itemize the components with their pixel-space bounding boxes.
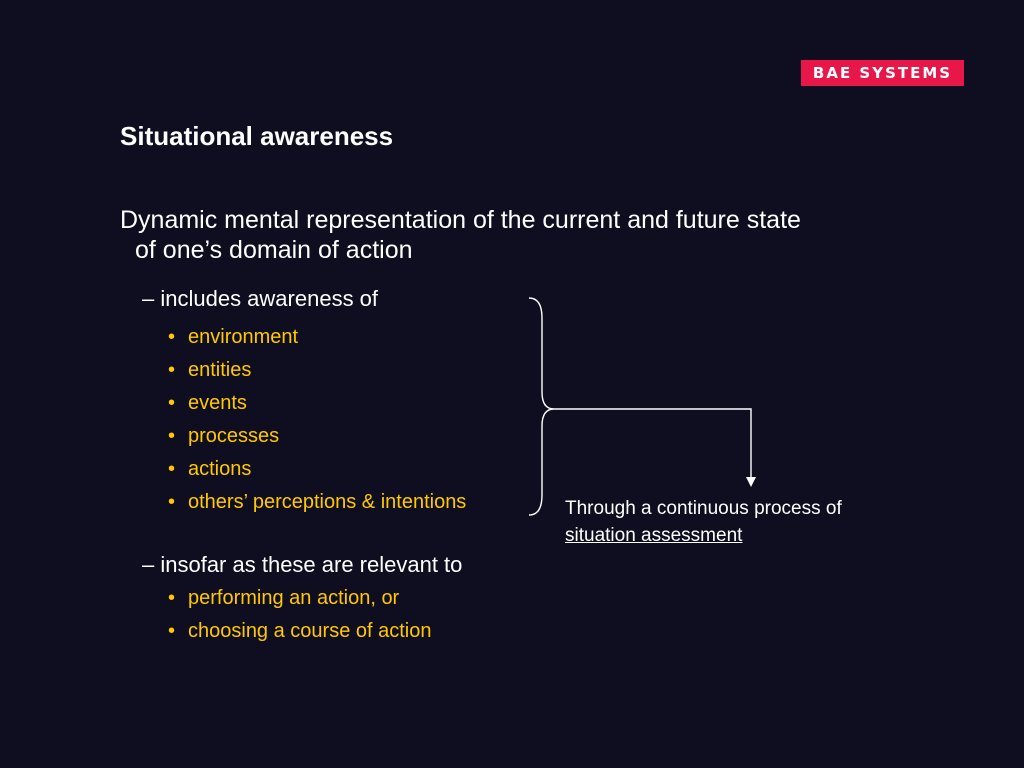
curly-brace <box>528 297 555 516</box>
list-item: • events <box>168 391 466 424</box>
list-item: • performing an action, or <box>168 586 432 619</box>
bae-systems-logo: BAE SYSTEMS <box>801 60 964 86</box>
bullet-dot: • <box>168 359 176 381</box>
list-item: • entities <box>168 358 466 391</box>
brace-arrow-connector <box>528 297 756 516</box>
list-item: • processes <box>168 424 466 457</box>
relevance-list: • performing an action, or • choosing a co… <box>168 586 432 652</box>
list-item: • others’ perceptions & intentions <box>168 490 466 523</box>
bullet-dot: • <box>168 587 176 609</box>
definition-line-1: Dynamic mental representation of the cur… <box>120 206 801 234</box>
list-item-label: actions <box>188 458 252 480</box>
list-item-label: events <box>188 392 247 414</box>
definition-line-2: of one’s domain of action <box>135 236 413 264</box>
list-item-label: choosing a course of action <box>188 620 432 642</box>
list-item-label: performing an action, or <box>188 587 400 609</box>
bullet-dot: • <box>168 491 176 513</box>
section-heading-relevance: – insofar as these are relevant to <box>142 552 463 577</box>
section-heading-awareness: – includes awareness of <box>142 286 379 311</box>
bullet-dot: • <box>168 620 176 642</box>
list-item-label: processes <box>188 425 280 447</box>
bullet-dot: • <box>168 425 176 447</box>
list-item: • actions <box>168 457 466 490</box>
definition-text: Dynamic mental representation of the cur… <box>120 205 801 265</box>
note-line-2-underlined: situation assessment <box>565 525 743 546</box>
list-item: • environment <box>168 325 466 358</box>
connector-line <box>554 408 752 478</box>
awareness-list: • environment • entities • events • processe… <box>168 325 466 523</box>
slide-title: Situational awareness <box>120 121 394 151</box>
list-item-label: others’ perceptions & intentions <box>188 491 467 513</box>
bullet-dot: • <box>168 326 176 348</box>
list-item-label: environment <box>188 326 299 348</box>
list-item-label: entities <box>188 359 252 381</box>
list-item: • choosing a course of action <box>168 619 432 652</box>
bullet-dot: • <box>168 458 176 480</box>
note-line-1: Through a continuous process of <box>565 498 842 519</box>
arrow-head-icon <box>746 477 756 487</box>
assessment-note: Through a continuous process of situatio… <box>565 495 842 549</box>
bullet-dot: • <box>168 392 176 414</box>
